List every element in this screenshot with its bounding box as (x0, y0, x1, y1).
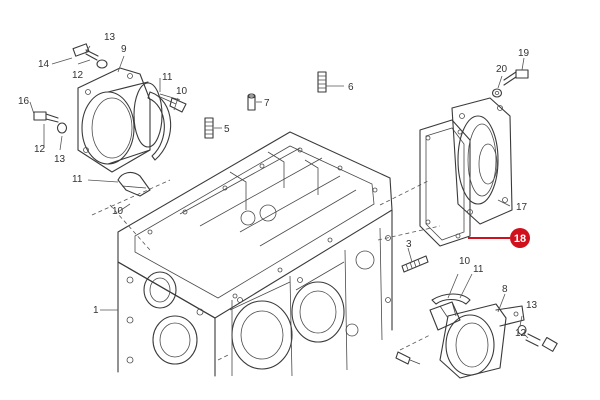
shim-right (429, 301, 461, 331)
bolt-top-left (72, 43, 108, 69)
bolt-bottom-mid (395, 351, 421, 365)
leader-lines (29, 45, 529, 339)
label-11-top: 11 (162, 72, 173, 83)
label-16: 16 (18, 96, 30, 107)
highlight-circle (510, 228, 530, 248)
bottom-cover-right (439, 303, 525, 379)
label-11-right: 11 (473, 264, 484, 275)
bearing-cover-right (451, 97, 513, 225)
stud-3 (401, 255, 429, 273)
label-1: 1 (93, 305, 99, 316)
bolt-left-mid (33, 111, 68, 134)
label-12-right: 12 (515, 328, 527, 339)
label-8: 8 (502, 284, 508, 295)
label-10-mid: 10 (112, 206, 124, 217)
highlight-badge-18[interactable]: 18 (510, 228, 530, 248)
label-10-right: 10 (459, 256, 471, 267)
label-13-left: 13 (54, 154, 66, 165)
label-13-top: 13 (104, 32, 116, 43)
label-3: 3 (406, 239, 412, 250)
label-12-top: 12 (72, 70, 84, 81)
snap-ring-left (147, 91, 187, 161)
shim-left-lower (117, 171, 151, 197)
label-5: 5 (224, 124, 230, 135)
assembly-guide-lines (91, 179, 441, 361)
label-9: 9 (121, 44, 127, 55)
bolt-bottom-right (517, 324, 558, 352)
main-housing (117, 131, 393, 377)
bearing-cover-left (77, 67, 163, 173)
highlight-label: 18 (514, 233, 526, 245)
pin-7 (247, 93, 256, 111)
washer-20 (491, 88, 503, 98)
label-11-left: 11 (72, 174, 83, 185)
gasket-18 (419, 119, 471, 247)
label-13-right: 13 (526, 300, 538, 311)
label-7: 7 (264, 98, 270, 109)
stud-5 (204, 117, 214, 139)
bolt-19 (503, 69, 529, 86)
snap-ring-right (431, 293, 471, 319)
label-14: 14 (38, 59, 50, 70)
label-6: 6 (348, 82, 354, 93)
label-10-top: 10 (176, 86, 188, 97)
label-19: 19 (518, 48, 530, 59)
label-17: 17 (516, 202, 528, 213)
stud-6 (317, 71, 327, 93)
label-12-left: 12 (34, 144, 46, 155)
label-20: 20 (496, 64, 508, 75)
